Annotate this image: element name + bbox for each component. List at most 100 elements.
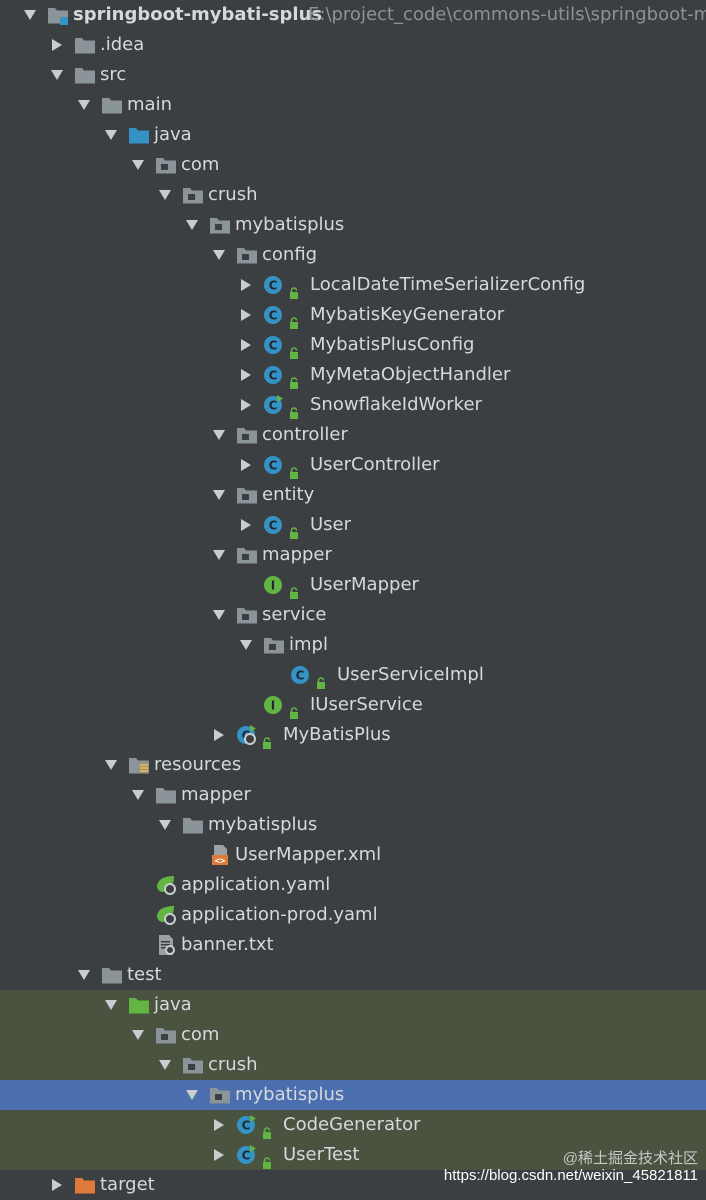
tree-item-label: controller — [262, 424, 348, 445]
expand-arrow-icon[interactable] — [236, 300, 256, 330]
tree-item-controller[interactable]: controller — [0, 420, 706, 450]
tree-item-usercontroller[interactable]: C UserController — [0, 450, 706, 480]
package-icon — [263, 635, 285, 655]
collapse-arrow-icon[interactable] — [101, 120, 121, 150]
collapse-arrow-icon[interactable] — [20, 0, 40, 30]
tree-item-java[interactable]: java — [0, 990, 706, 1020]
class-icon: C — [263, 455, 285, 475]
tree-item-mapper[interactable]: mapper — [0, 780, 706, 810]
package-icon — [236, 545, 258, 565]
resources-folder-icon — [128, 755, 150, 775]
tree-item-src[interactable]: src — [0, 60, 706, 90]
tree-item-userserviceimpl[interactable]: C UserServiceImpl — [0, 660, 706, 690]
expand-arrow-icon[interactable] — [236, 270, 256, 300]
tree-item-label: MybatisKeyGenerator — [310, 304, 505, 325]
tree-item-user[interactable]: C User — [0, 510, 706, 540]
expand-arrow-icon[interactable] — [47, 1170, 67, 1200]
expand-arrow-icon[interactable] — [236, 450, 256, 480]
collapse-arrow-icon[interactable] — [155, 1050, 175, 1080]
collapse-arrow-icon[interactable] — [101, 750, 121, 780]
tree-item-localdatetimeserializerconfig[interactable]: C LocalDateTimeSerializerConfig — [0, 270, 706, 300]
tree-item-mymetaobjecthandler[interactable]: C MyMetaObjectHandler — [0, 360, 706, 390]
text-file-icon — [155, 935, 177, 955]
expand-arrow-icon[interactable] — [47, 30, 67, 60]
tree-item-mybatisplus[interactable]: mybatisplus — [0, 210, 706, 240]
package-icon — [236, 485, 258, 505]
class-run-icon: C — [236, 1145, 258, 1165]
lock-icon — [316, 669, 326, 689]
tree-item-java[interactable]: java — [0, 120, 706, 150]
collapse-arrow-icon[interactable] — [209, 480, 229, 510]
tree-item-config[interactable]: config — [0, 240, 706, 270]
collapse-arrow-icon[interactable] — [74, 90, 94, 120]
svg-text:C: C — [242, 1119, 251, 1133]
interface-icon: I — [263, 695, 285, 715]
expand-arrow-icon[interactable] — [209, 720, 229, 750]
svg-text:<>: <> — [215, 857, 226, 866]
collapse-arrow-icon[interactable] — [209, 240, 229, 270]
project-path: E:\project_code\commons-utils\springboot… — [308, 4, 706, 25]
tree-item-mybatiskeygenerator[interactable]: C MybatisKeyGenerator — [0, 300, 706, 330]
tree-item-label: mybatisplus — [208, 814, 318, 835]
collapse-arrow-icon[interactable] — [236, 630, 256, 660]
collapse-arrow-icon[interactable] — [74, 960, 94, 990]
tree-item-entity[interactable]: entity — [0, 480, 706, 510]
collapse-arrow-icon[interactable] — [209, 540, 229, 570]
expand-arrow-icon[interactable] — [209, 1110, 229, 1140]
interface-icon: I — [263, 575, 285, 595]
tree-item-target[interactable]: target — [0, 1170, 706, 1200]
tree-item-banner-txt[interactable]: banner.txt — [0, 930, 706, 960]
watermark-line-1: @稀土掘金技术社区 — [562, 1150, 698, 1167]
collapse-arrow-icon[interactable] — [209, 600, 229, 630]
tree-item-iuserservice[interactable]: I IUserService — [0, 690, 706, 720]
collapse-arrow-icon[interactable] — [47, 60, 67, 90]
tree-item-application-prod-yaml[interactable]: application-prod.yaml — [0, 900, 706, 930]
tree-item-usertest[interactable]: C UserTest — [0, 1140, 706, 1170]
tree-item-label: target — [100, 1174, 155, 1195]
expand-arrow-icon[interactable] — [236, 510, 256, 540]
tree-item-mybatisplus[interactable]: mybatisplus — [0, 810, 706, 840]
tree-item-mybatisplus[interactable]: mybatisplus — [0, 1080, 706, 1110]
package-icon — [209, 1085, 231, 1105]
collapse-arrow-icon[interactable] — [128, 780, 148, 810]
tree-item-mybatisplusconfig[interactable]: C MybatisPlusConfig — [0, 330, 706, 360]
collapse-arrow-icon[interactable] — [155, 180, 175, 210]
expand-arrow-icon[interactable] — [236, 360, 256, 390]
tree-item-service[interactable]: service — [0, 600, 706, 630]
collapse-arrow-icon[interactable] — [101, 990, 121, 1020]
expand-arrow-icon[interactable] — [209, 1140, 229, 1170]
collapse-arrow-icon[interactable] — [209, 420, 229, 450]
tree-item-label: service — [262, 604, 327, 625]
collapse-arrow-icon[interactable] — [128, 150, 148, 180]
tree-item-crush[interactable]: crush — [0, 180, 706, 210]
lock-icon — [289, 699, 299, 719]
tree-item-main[interactable]: main — [0, 90, 706, 120]
tree-item-com[interactable]: com — [0, 1020, 706, 1050]
tree-item-label: SnowflakeIdWorker — [310, 394, 482, 415]
tree-item-resources[interactable]: resources — [0, 750, 706, 780]
tree-item-label: UserMapper.xml — [235, 844, 382, 865]
tree-item-usermapper-xml[interactable]: <> UserMapper.xml — [0, 840, 706, 870]
tree-item-application-yaml[interactable]: application.yaml — [0, 870, 706, 900]
tree-item-label: java — [154, 994, 192, 1015]
collapse-arrow-icon[interactable] — [182, 1080, 202, 1110]
class-icon: C — [263, 335, 285, 355]
tree-item-impl[interactable]: impl — [0, 630, 706, 660]
collapse-arrow-icon[interactable] — [128, 1020, 148, 1050]
tree-item-snowflakeidworker[interactable]: C SnowflakeIdWorker — [0, 390, 706, 420]
tree-item-codegenerator[interactable]: C CodeGenerator — [0, 1110, 706, 1140]
tree-item-com[interactable]: com — [0, 150, 706, 180]
tree-item-test[interactable]: test — [0, 960, 706, 990]
folder-icon — [101, 965, 123, 985]
tree-item-mapper[interactable]: mapper — [0, 540, 706, 570]
tree-item-crush[interactable]: crush — [0, 1050, 706, 1080]
collapse-arrow-icon[interactable] — [155, 810, 175, 840]
tree-item-idea[interactable]: .idea — [0, 30, 706, 60]
tree-item-label: test — [127, 964, 162, 985]
collapse-arrow-icon[interactable] — [182, 210, 202, 240]
tree-item-usermapper[interactable]: I UserMapper — [0, 570, 706, 600]
expand-arrow-icon[interactable] — [236, 390, 256, 420]
tree-item-mybatisplus[interactable]: C MyBatisPlus — [0, 720, 706, 750]
expand-arrow-icon[interactable] — [236, 330, 256, 360]
